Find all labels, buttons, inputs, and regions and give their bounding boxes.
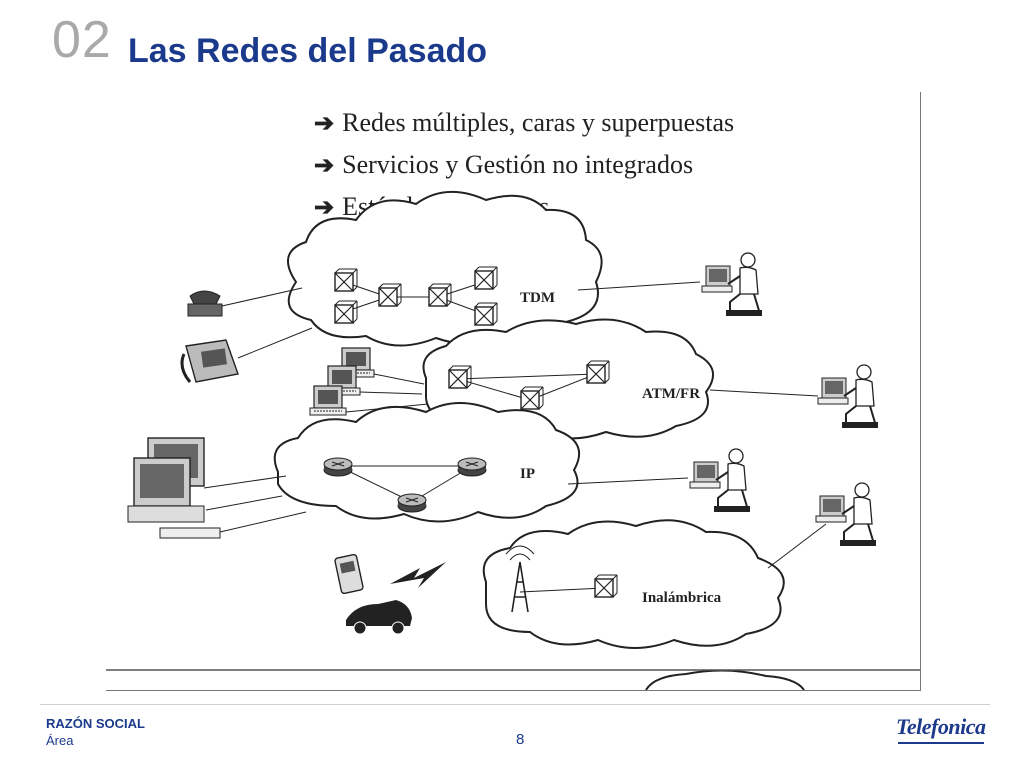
cloud-ip: IP xyxy=(273,402,580,523)
network-diagram-svg: TDM ATM/FR IP xyxy=(106,190,920,690)
user-workstation-4 xyxy=(767,482,877,569)
footer-divider xyxy=(40,704,990,705)
user-workstation-3 xyxy=(567,448,751,513)
telefonica-logo: Telefonica xyxy=(896,714,986,739)
bullet-text: Servicios y Gestión no integrados xyxy=(342,150,694,179)
bullet-item: ➔ Servicios y Gestión no integrados xyxy=(314,144,734,186)
slide-number: 02 xyxy=(52,11,112,69)
bullet-text: Redes múltiples, caras y superpuestas xyxy=(342,108,735,137)
arrow-icon: ➔ xyxy=(314,194,335,221)
logo-underline xyxy=(898,742,984,744)
user-workstation-1 xyxy=(577,252,763,317)
lightning-icon xyxy=(390,562,446,588)
cloud-tdm: TDM xyxy=(287,190,603,347)
mobile-phone-icon xyxy=(334,553,364,595)
mainframe-group-icon xyxy=(127,437,307,539)
bullet-item: ➔ Redes múltiples, caras y superpuestas xyxy=(314,102,734,144)
cloud-label-tdm: TDM xyxy=(520,290,555,306)
slide-title: Las Redes del Pasado xyxy=(128,32,488,70)
desk-phone-icon xyxy=(180,327,313,383)
arrow-icon: ➔ xyxy=(314,110,335,137)
workstation-group-icon xyxy=(309,347,429,416)
cloud-inalambrica: Inalámbrica xyxy=(482,519,785,649)
arrow-icon: ➔ xyxy=(314,152,335,179)
network-diagram-image: ➔ Redes múltiples, caras y superpuestas … xyxy=(106,92,921,691)
user-workstation-2 xyxy=(709,364,879,429)
page-number: 8 xyxy=(516,731,525,748)
cloud-label-ip: IP xyxy=(520,466,535,482)
telephone-icon xyxy=(187,287,303,317)
antenna-tower-icon xyxy=(505,545,535,613)
footer-company: RAZÓN SOCIAL xyxy=(46,716,145,731)
cloud-label-atm-fr: ATM/FR xyxy=(642,386,700,402)
car-icon xyxy=(346,600,412,635)
cloud-atm-fr: ATM/FR xyxy=(422,318,715,440)
cloud-label-inalambrica: Inalámbrica xyxy=(642,590,722,606)
footer-area: Área xyxy=(46,733,74,748)
